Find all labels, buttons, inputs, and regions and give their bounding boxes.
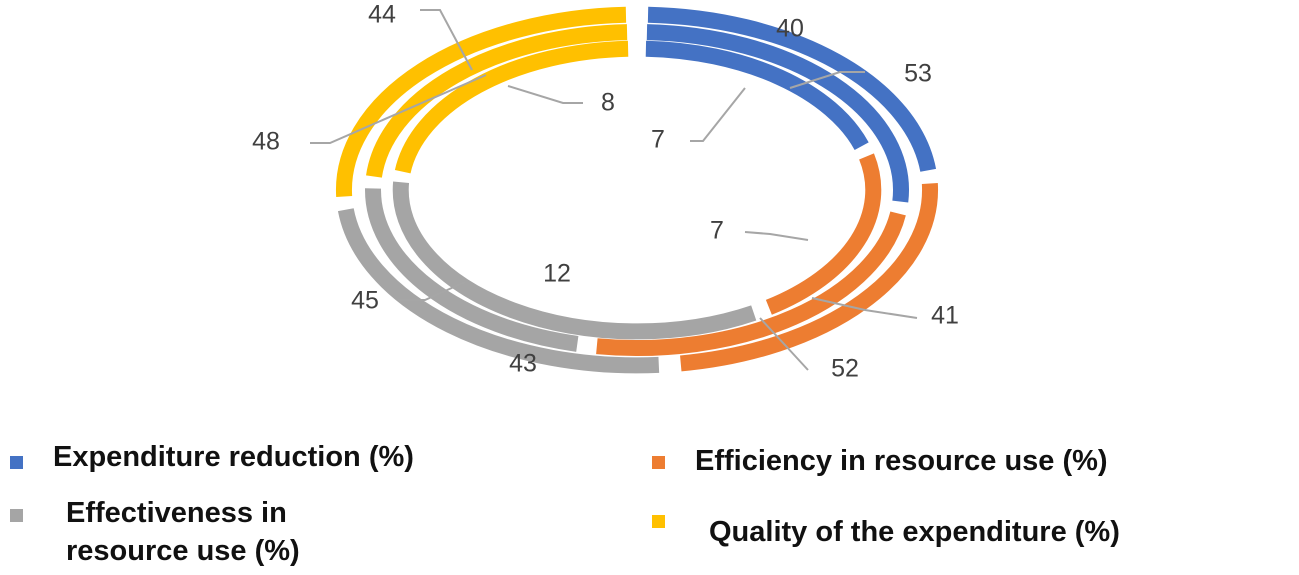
segment-middle-efficiency-in-resource-use xyxy=(596,211,906,356)
leader-line-middle-effectiveness-in-resource-use xyxy=(398,281,466,301)
data-label-outer-effectiveness-in-resource-use: 43 xyxy=(509,350,537,378)
legend-swatch xyxy=(652,456,665,469)
data-label-outer-expenditure-reduction: 40 xyxy=(776,15,804,43)
segment-inner-efficiency-in-resource-use xyxy=(765,153,882,315)
leader-line-inner-expenditure-reduction xyxy=(690,87,746,142)
chart-data-labels: 40 41 43 44 53 52 45 48 7 7 12 8 xyxy=(252,1,959,383)
legend-swatch xyxy=(10,509,23,522)
data-label-inner-quality-of-the-expenditure: 8 xyxy=(601,89,615,117)
data-label-middle-expenditure-reduction: 53 xyxy=(904,60,932,88)
segment-outer-effectiveness-in-resource-use xyxy=(337,208,660,374)
leader-line-outer-quality-of-the-expenditure xyxy=(420,9,473,71)
leader-line-inner-quality-of-the-expenditure xyxy=(507,85,583,104)
legend-label: Quality of the expenditure (%) xyxy=(709,516,1120,548)
segment-middle-effectiveness-in-resource-use xyxy=(365,188,579,352)
segment-inner-expenditure-reduction xyxy=(645,40,869,151)
data-label-middle-quality-of-the-expenditure: 48 xyxy=(252,128,280,156)
legend-item-quality-of-the-expenditure: Quality of the expenditure (%) xyxy=(652,513,1120,551)
legend-label: Efficiency in resource use (%) xyxy=(695,445,1108,477)
legend-label: Effectiveness in resource use (%) xyxy=(66,494,300,570)
segment-inner-quality-of-the-expenditure xyxy=(394,40,629,174)
segment-outer-efficiency-in-resource-use xyxy=(680,183,939,372)
segment-middle-expenditure-reduction xyxy=(646,24,909,203)
chart-arcs xyxy=(335,6,939,374)
data-label-middle-effectiveness-in-resource-use: 45 xyxy=(351,287,379,315)
chart-leader-lines xyxy=(310,9,918,371)
legend-label: Expenditure reduction (%) xyxy=(53,441,414,473)
leader-line-middle-expenditure-reduction xyxy=(789,71,865,89)
leader-line-middle-efficiency-in-resource-use xyxy=(759,317,809,371)
data-label-inner-effectiveness-in-resource-use: 12 xyxy=(543,260,571,288)
data-label-inner-efficiency-in-resource-use: 7 xyxy=(710,217,724,245)
data-label-outer-efficiency-in-resource-use: 41 xyxy=(931,302,959,330)
segment-outer-quality-of-the-expenditure xyxy=(335,6,627,197)
segment-outer-expenditure-reduction xyxy=(647,6,937,172)
legend-item-expenditure-reduction: Expenditure reduction (%) xyxy=(10,438,414,476)
leader-line-middle-quality-of-the-expenditure xyxy=(310,74,487,144)
data-label-inner-expenditure-reduction: 7 xyxy=(651,126,665,154)
legend-label-line-1: Effectiveness in xyxy=(66,497,287,529)
data-label-outer-quality-of-the-expenditure: 44 xyxy=(368,1,396,29)
leader-line-outer-efficiency-in-resource-use xyxy=(811,297,918,319)
legend-label-line-2: resource use (%) xyxy=(66,535,300,567)
legend-swatch xyxy=(10,456,23,469)
segment-middle-quality-of-the-expenditure xyxy=(366,24,628,178)
legend-item-efficiency-in-resource-use: Efficiency in resource use (%) xyxy=(652,442,1108,480)
segment-inner-effectiveness-in-resource-use xyxy=(392,181,757,340)
data-label-middle-efficiency-in-resource-use: 52 xyxy=(831,355,859,383)
leader-line-inner-efficiency-in-resource-use xyxy=(744,231,809,241)
legend-item-effectiveness-in-resource-use: Effectiveness in resource use (%) xyxy=(10,494,300,570)
legend-swatch xyxy=(652,515,665,528)
